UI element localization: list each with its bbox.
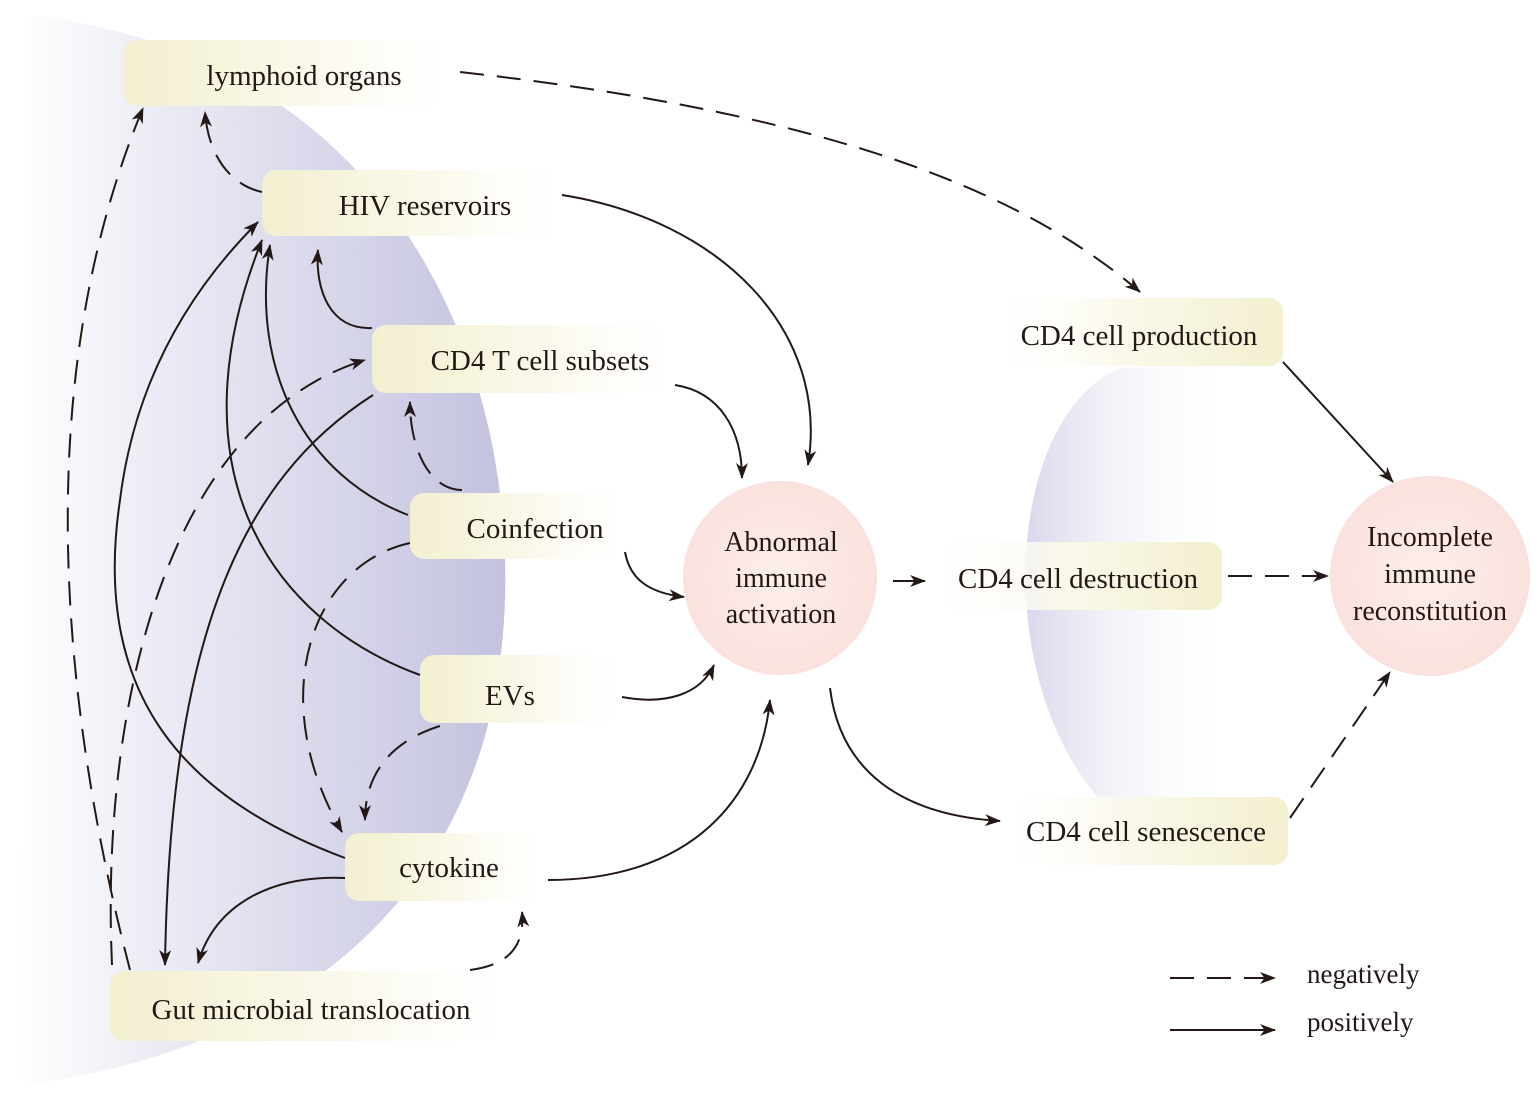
node-label: cytokine bbox=[399, 852, 499, 884]
node-hiv-reservoirs: HIV reservoirs bbox=[262, 170, 562, 236]
node-gut-microbial-translocation: Gut microbial translocation bbox=[110, 971, 515, 1041]
edge-cytokine-to-hiv-reservoirs bbox=[113, 221, 346, 859]
edge-cytokine-to-gut-translocation bbox=[196, 876, 346, 964]
edge-evs-to-cytokine bbox=[359, 725, 441, 821]
edge-coinfection-to-cd4-subsets bbox=[404, 401, 463, 491]
edge-hiv-reservoirs-to-lymphoid-organs bbox=[200, 111, 263, 193]
node-cd4-cell-destruction: CD4 cell destruction bbox=[935, 542, 1222, 610]
node-cytokine: cytokine bbox=[345, 833, 545, 901]
node-lymphoid-organs: lymphoid organs bbox=[123, 40, 453, 106]
dashed-edges bbox=[66, 71, 1391, 971]
edge-abnormal-activation-to-senescence bbox=[829, 687, 1001, 827]
node-cd4-cell-senescence: CD4 cell senescence bbox=[1005, 797, 1288, 865]
node-label: HIV reservoirs bbox=[339, 190, 512, 222]
edge-lymphoid-organs-to-production bbox=[459, 71, 1141, 293]
node-cd4-cell-production: CD4 cell production bbox=[998, 298, 1283, 366]
edge-cd4-subsets-to-hiv-reservoirs bbox=[310, 249, 373, 330]
solid-edges bbox=[113, 194, 1394, 966]
node-label: lymphoid organs bbox=[206, 60, 401, 92]
circle-label-line-3: activation bbox=[726, 599, 836, 630]
circle-abnormal-immune-activation: Abnormal immune activation bbox=[683, 481, 877, 675]
legend-positively-label: positively bbox=[1307, 1007, 1414, 1037]
node-label: CD4 cell senescence bbox=[1026, 816, 1266, 848]
edge-gut-translocation-to-cd4-subsets bbox=[109, 358, 366, 966]
node-coinfection: Coinfection bbox=[410, 493, 625, 559]
edge-gut-translocation-to-cytokine bbox=[469, 911, 530, 971]
edge-evs-to-hiv-reservoirs bbox=[225, 239, 421, 676]
circle-label-line-3: reconstitution bbox=[1353, 596, 1507, 627]
circle-label-line-2: immune bbox=[735, 563, 827, 594]
node-label: Coinfection bbox=[467, 513, 604, 545]
node-label: EVs bbox=[485, 680, 535, 712]
node-label: CD4 cell destruction bbox=[958, 563, 1199, 595]
edge-hiv-reservoirs-to-abnormal-activation bbox=[561, 194, 817, 466]
circle-label-line-1: Abnormal bbox=[724, 527, 838, 558]
circle-label-line-1: Incomplete bbox=[1367, 522, 1493, 553]
edge-gut-translocation-to-lymphoid-organs bbox=[66, 107, 144, 971]
edge-evs-to-abnormal-activation bbox=[621, 664, 715, 701]
edge-cd4-subsets-to-abnormal-activation bbox=[674, 384, 748, 479]
edge-coinfection-to-abnormal-activation bbox=[624, 551, 685, 602]
node-label: Gut microbial translocation bbox=[152, 994, 471, 1026]
node-cd4-t-cell-subsets: CD4 T cell subsets bbox=[372, 325, 672, 393]
edge-senescence-to-incomplete-reconstitution bbox=[1289, 671, 1391, 819]
node-label: CD4 cell production bbox=[1021, 320, 1258, 352]
circle-incomplete-immune-reconstitution: Incomplete immune reconstitution bbox=[1330, 476, 1530, 676]
edge-cytokine-to-abnormal-activation bbox=[547, 699, 775, 881]
legend-negatively-label: negatively bbox=[1307, 959, 1420, 989]
legend: negatively positively bbox=[1170, 959, 1420, 1037]
left-region bbox=[20, 15, 506, 1085]
circle-label-line-2: immune bbox=[1384, 559, 1476, 590]
edge-cd4-subsets-to-gut-translocation bbox=[159, 394, 374, 966]
edge-coinfection-to-hiv-reservoirs bbox=[261, 244, 409, 516]
node-evs: EVs bbox=[420, 655, 620, 723]
edge-production-to-incomplete-reconstitution bbox=[1282, 361, 1394, 483]
node-label: CD4 T cell subsets bbox=[431, 345, 650, 377]
edge-coinfection-to-cytokine bbox=[302, 542, 411, 833]
